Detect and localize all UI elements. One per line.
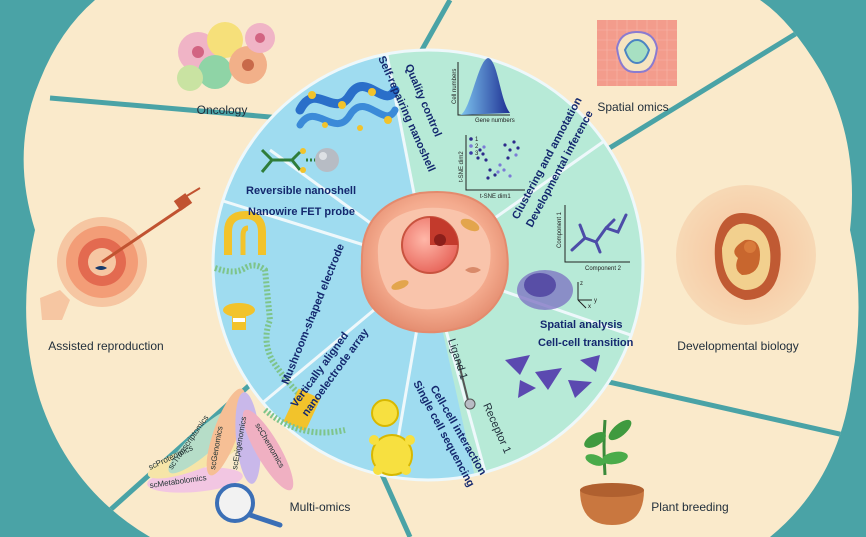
label-cell-cell-transition: Cell-cell transition — [538, 337, 634, 349]
magnifier-icon — [215, 483, 255, 523]
tsne-legend-1: 1 — [475, 137, 479, 143]
spatial-cloud-icon: z x y — [517, 270, 597, 310]
tsne-legend-dot-2 — [469, 144, 473, 148]
tsne-xlabel: t-SNE dim1 — [480, 194, 511, 200]
label-assisted-reproduction: Assisted reproduction — [48, 339, 163, 353]
qc-ylabel: Cell numbers — [452, 69, 458, 104]
trajectory-chart: Component 1 Component 2 — [557, 205, 630, 272]
qc-xlabel: Gene numbers — [475, 118, 515, 124]
single-cell-icon — [369, 399, 415, 476]
nanowire-probe-icon — [224, 210, 266, 255]
tsne-legend-3: 3 — [475, 151, 479, 157]
receptor-icon — [457, 359, 476, 410]
tsne-ylabel: t-SNE dim2 — [459, 151, 465, 182]
label-spatial-analysis: Spatial analysis — [540, 319, 623, 331]
axis-x: x — [588, 304, 591, 310]
label-plant-breeding: Plant breeding — [651, 500, 728, 514]
label-spatial-omics: Spatial omics — [597, 100, 668, 114]
nanoparticle-highlight — [319, 152, 327, 160]
trajectory-xlabel: Component 2 — [585, 266, 622, 272]
cell-membrane — [214, 262, 303, 398]
label-oncology: Oncology — [197, 103, 248, 117]
axis-y: y — [594, 298, 597, 304]
oncology-cells-icon — [177, 22, 275, 91]
tsne-legend-dot-1 — [469, 137, 473, 141]
label-reversible-nanoshell: Reversible nanoshell — [246, 185, 356, 197]
tsne-scatter-chart: 1 2 3 t-SNE dim2 t-SNE dim1 — [459, 135, 525, 200]
plant-icon — [580, 419, 644, 525]
assisted-reproduction-icon — [40, 187, 201, 320]
label-nanowire-fet-probe: Nanowire FET probe — [248, 206, 355, 218]
multi-omics-fan: scMetabolomics scProteomics scTranscript… — [147, 388, 294, 528]
transition-arrows-icon — [505, 355, 600, 398]
mushroom-electrode-icon — [223, 303, 255, 330]
qc-distribution-chart: Cell numbers Gene numbers — [452, 58, 515, 124]
label-developmental-biology: Developmental biology — [677, 339, 798, 353]
spatial-omics-icon — [597, 20, 677, 86]
axis-z: z — [580, 281, 583, 287]
nanoshell-helix-icon — [295, 82, 400, 131]
trajectory-ylabel: Component 1 — [557, 211, 563, 248]
tsne-legend-2: 2 — [475, 144, 479, 150]
label-multi-omics: Multi-omics — [290, 500, 351, 514]
central-cell-icon — [360, 191, 509, 334]
nanoparticle-icon — [315, 148, 339, 172]
embryo-icon — [676, 185, 816, 325]
tsne-legend-dot-3 — [469, 151, 473, 155]
nanoelectrode-array-icon — [263, 388, 346, 436]
